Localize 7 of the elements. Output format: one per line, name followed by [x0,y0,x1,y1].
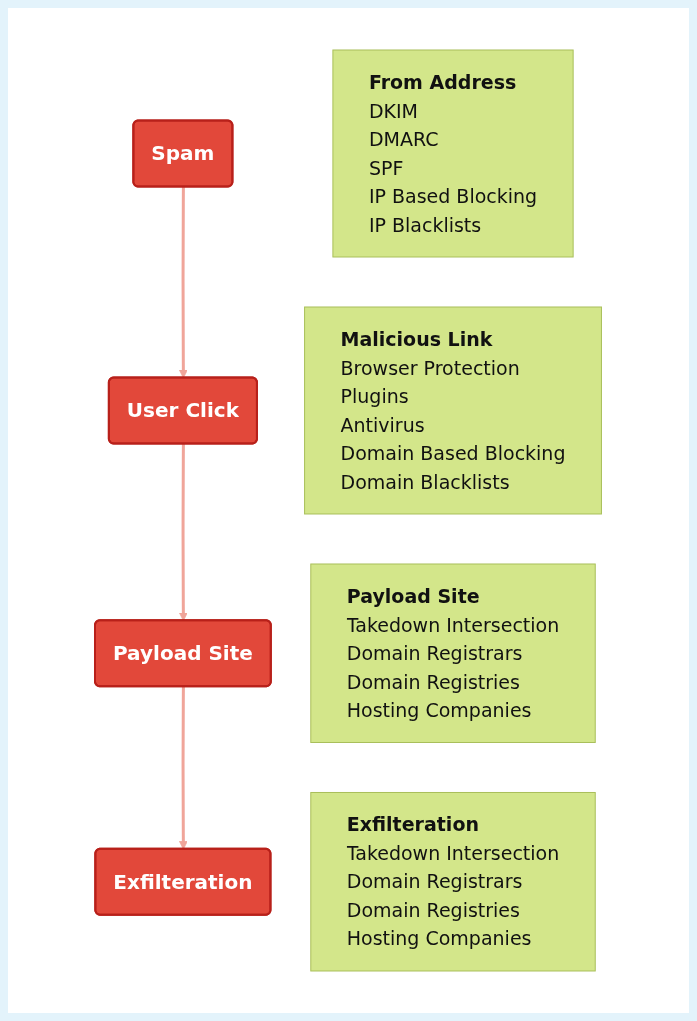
node-box: From Address DKIM DMARC SPF IP Based Blocking IP Blacklists [332,49,574,258]
arrow [179,686,188,850]
arrow [179,444,188,622]
node-box: Exfilteration Takedown Intersection Domain Registrars Domain Registries Hosting Companies [310,792,596,972]
node-box: Payload Site Takedown Intersection Domain Registrars Domain Registries Hosting Companies [310,563,596,743]
node-box: Malicious Link Browser Protection Plugins Antivirus Domain Based Blocking Domain Blacklists [304,306,603,515]
arrow [179,187,188,379]
